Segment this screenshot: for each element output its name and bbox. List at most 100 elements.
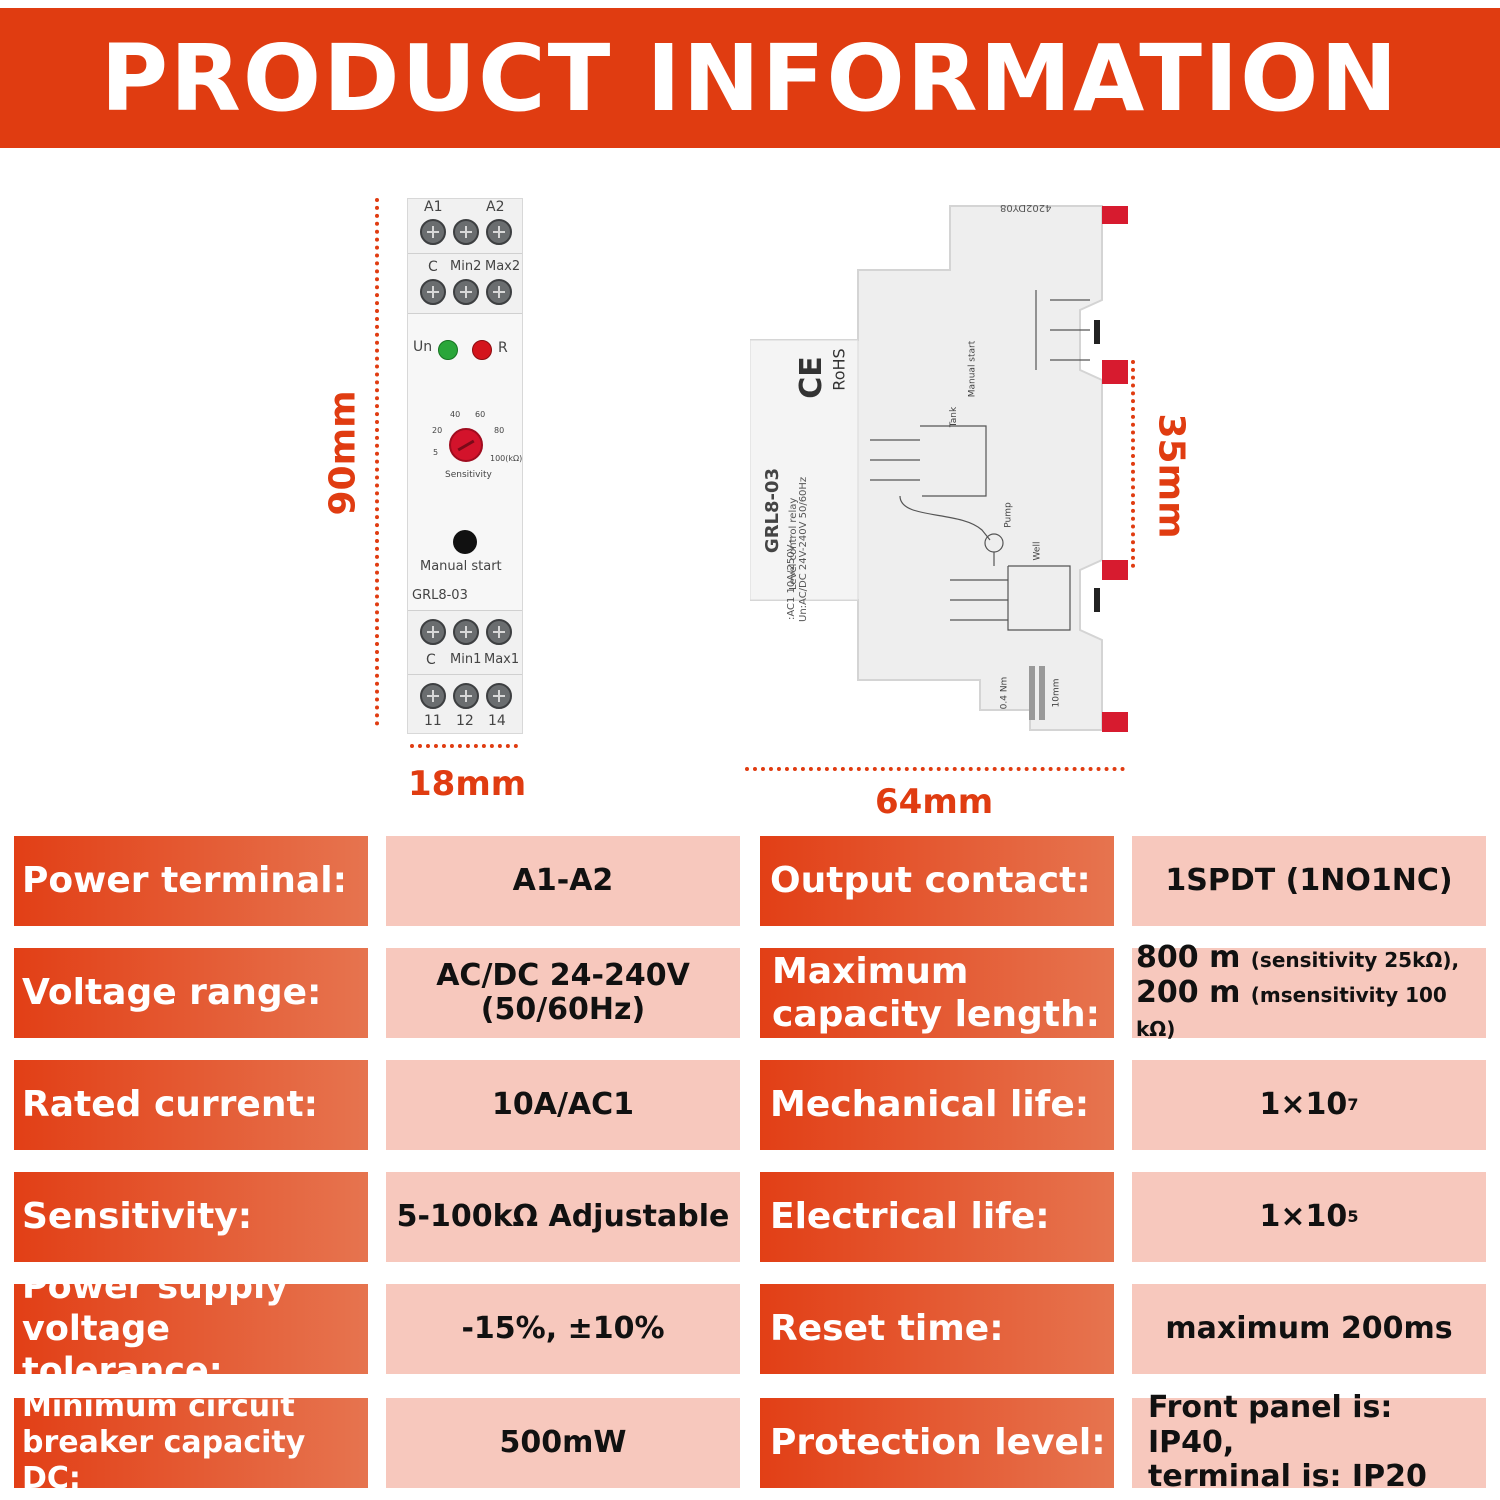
terminal-label-max2: Max2: [485, 259, 521, 274]
spec-value-text: 500mW: [499, 1424, 627, 1460]
spec-label-protection-level: Protection level:: [760, 1398, 1114, 1488]
model-label: GRL8-03: [412, 588, 468, 603]
screw-icon: [486, 619, 512, 645]
screw-icon: [453, 279, 479, 305]
terminal-label-min2: Min2: [450, 259, 482, 274]
dial-tick: 60: [475, 410, 486, 419]
screw-icon: [486, 219, 512, 245]
spec-label-text: Output contact:: [770, 860, 1091, 902]
relay-side-view: 4202DY08 CE RoHS GRL8-03 Level control r…: [749, 200, 1130, 736]
spec-label-power-terminal: Power terminal:: [14, 836, 368, 926]
spec-label-text: Sensitivity:: [22, 1196, 253, 1238]
row3-terminal-screws: [420, 619, 512, 645]
side-spec1-label: Un:AC/DC 24V-240V 50/60Hz: [798, 476, 809, 622]
spec-label-text: Power terminal:: [22, 860, 347, 902]
spec-value-text: (50/60Hz): [480, 992, 646, 1027]
terminal-label-11: 11: [424, 713, 442, 729]
dial-tick: 80: [494, 426, 505, 435]
height-dimension-line: [375, 198, 379, 726]
spec-value-text: A1-A2: [512, 862, 614, 898]
spec-value-voltage-range: AC/DC 24-240V (50/60Hz): [386, 948, 740, 1038]
led-un-label: Un: [413, 339, 433, 355]
spec-note-text: (sensitivity 25kΩ),: [1250, 948, 1460, 973]
sensitivity-dial[interactable]: [449, 428, 483, 462]
torque-label: 0.4 Nm: [999, 676, 1010, 710]
dial-slot-icon: [457, 439, 475, 452]
spec-label-text: voltage tolerance:: [22, 1309, 223, 1391]
front-width-label: 18mm: [408, 764, 527, 804]
divider: [408, 674, 522, 675]
ce-mark: CE: [793, 356, 829, 399]
spec-exponent-text: 5: [1347, 1206, 1359, 1226]
depth-label: 35mm: [1150, 413, 1192, 539]
screw-icon: [486, 683, 512, 709]
spec-label-text: Rated current:: [22, 1084, 319, 1126]
screw-icon: [420, 219, 446, 245]
screw-icon: [420, 279, 446, 305]
spec-value-reset-time: maximum 200ms: [1132, 1284, 1486, 1374]
relay-side-drawing: [749, 205, 1128, 732]
side-width-label: 64mm: [875, 782, 994, 822]
spec-label-output-contact: Output contact:: [760, 836, 1114, 926]
side-spec2-label: :AC1 10A/250V~: [786, 536, 797, 620]
screw-icon: [453, 219, 479, 245]
spec-label-text: Maximum: [772, 950, 969, 992]
spec-value-text: 800 m: [1136, 940, 1241, 976]
spec-value-text: 200 m: [1136, 974, 1241, 1010]
spec-value-rated-current: 10A/AC1: [386, 1060, 740, 1150]
side-model-label: GRL8-03: [762, 467, 784, 554]
spec-value-text: 10A/AC1: [491, 1086, 635, 1122]
capacity-line-2: 200 m (msensitivity 100 kΩ): [1136, 974, 1486, 1045]
side-width-dimension-line: [745, 767, 1125, 771]
capacity-line-1: 800 m (sensitivity 25kΩ),: [1136, 941, 1459, 976]
spec-value-voltage-tolerance: -15%, ±10%: [386, 1284, 740, 1374]
spec-label-text: Voltage range:: [22, 972, 322, 1014]
strip-length-label: 10mm: [1051, 678, 1062, 708]
spec-value-text: 1×10: [1259, 1198, 1348, 1234]
spec-label-mechanical-life: Mechanical life:: [760, 1060, 1114, 1150]
header-banner: PRODUCT INFORMATION: [0, 8, 1500, 148]
terminal-label-14: 14: [488, 713, 506, 729]
spec-value-sensitivity: 5-100kΩ Adjustable: [386, 1172, 740, 1262]
manual-start-button[interactable]: [453, 530, 477, 554]
spec-value-breaker-capacity: 500mW: [386, 1398, 740, 1488]
spec-value-power-terminal: A1-A2: [386, 836, 740, 926]
terminal-label-c: C: [428, 259, 438, 275]
depth-dimension-line: [1131, 360, 1135, 568]
dial-tick: 5: [433, 448, 439, 457]
green-led-icon: [438, 340, 458, 360]
screw-icon: [453, 683, 479, 709]
spec-value-text: Front panel is: IP40,: [1148, 1390, 1393, 1460]
led-r-label: R: [498, 340, 508, 356]
divider: [408, 253, 522, 254]
spec-value-text: maximum 200ms: [1165, 1310, 1453, 1346]
terminal-label-a1: A1: [424, 199, 443, 215]
spec-label-text: breaker capacity DC:: [22, 1425, 306, 1496]
spec-label-rated-current: Rated current:: [14, 1060, 368, 1150]
spec-value-output-contact: 1SPDT (1NO1NC): [1132, 836, 1486, 926]
spec-label-text: Protection level:: [770, 1422, 1106, 1464]
spec-label-voltage-tolerance: Power supply voltage tolerance:: [14, 1267, 368, 1391]
side-code-label: 4202DY08: [1000, 202, 1052, 213]
spec-label-text: Minimum circuit: [22, 1389, 295, 1424]
manual-start-side-label: Manual start: [967, 340, 978, 398]
spec-label-voltage-range: Voltage range:: [14, 948, 368, 1038]
spec-value-text: 5-100kΩ Adjustable: [396, 1198, 730, 1234]
spec-label-sensitivity: Sensitivity:: [14, 1172, 368, 1262]
spec-label-electrical-life: Electrical life:: [760, 1172, 1114, 1262]
screw-icon: [486, 279, 512, 305]
rohs-mark: RoHS: [829, 348, 849, 391]
terminal-label-a2: A2: [486, 199, 505, 215]
dial-label: Sensitivity: [445, 470, 492, 480]
row4-terminal-screws: [420, 683, 512, 709]
row2-terminal-screws: [420, 279, 512, 305]
terminal-label-min1: Min1: [450, 652, 482, 667]
dial-tick: 40: [450, 410, 461, 419]
spec-value-protection-level: Front panel is: IP40, terminal is: IP20: [1132, 1391, 1486, 1494]
spec-note-text: (msensitivity 100 kΩ): [1136, 982, 1447, 1042]
top-terminal-screws: [420, 219, 512, 245]
spec-label-capacity-length: Maximum capacity length:: [760, 948, 1114, 1038]
page-title: PRODUCT INFORMATION: [100, 24, 1400, 132]
dial-tick: 20: [432, 426, 443, 435]
